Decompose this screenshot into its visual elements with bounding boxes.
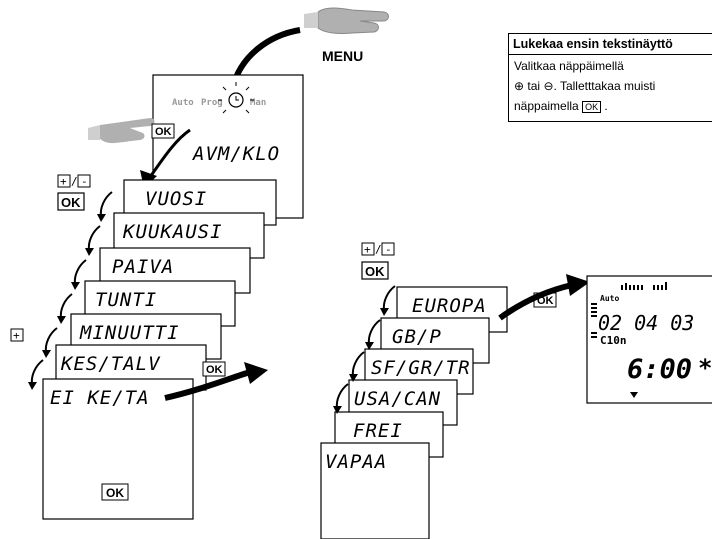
- svg-text:EUROPA: EUROPA: [412, 295, 487, 317]
- note-or: tai: [527, 79, 541, 93]
- ok-key-box-mid: [202, 361, 226, 377]
- svg-text:FREI: FREI: [353, 420, 403, 442]
- svg-text:SF/GR/TR: SF/GR/TR: [371, 357, 471, 379]
- svg-text:VAPAA: VAPAA: [325, 451, 387, 473]
- right-step-arrow-heads: [333, 308, 389, 414]
- display-time: 6:00: [627, 354, 692, 385]
- note-line-3-text: näppaimella: [514, 99, 579, 113]
- ok-key-note: OK: [582, 101, 602, 113]
- note-line-1: Valitkaa näppäimellä: [514, 59, 624, 73]
- final-display-frame: [586, 275, 712, 404]
- svg-text:+: +: [364, 243, 371, 256]
- ok-key-box-main: [151, 123, 175, 139]
- svg-text:USA/CAN: USA/CAN: [354, 388, 441, 410]
- plus-minus-key-left: + / -: [57, 174, 91, 188]
- right-step-arrows: [335, 285, 396, 409]
- svg-text:KUUKAUSI: KUUKAUSI: [122, 221, 223, 243]
- left-to-right-arrow-head: [244, 362, 268, 384]
- svg-text:-: -: [81, 175, 88, 188]
- instruction-note: Lukekaa ensin tekstinäyttö Valitkaa näpp…: [508, 33, 712, 122]
- note-line-3-end: .: [604, 99, 608, 113]
- icon-label-prog: Prog: [201, 98, 223, 108]
- plus-key-left: +: [13, 329, 20, 342]
- note-line-2-rest: . Talletttakaa muisti: [553, 79, 656, 93]
- left-to-right-arrow: [164, 369, 251, 401]
- left-step-arrows: [30, 191, 113, 385]
- display-star: *: [698, 354, 712, 382]
- hand-icon-menu: [304, 7, 389, 34]
- svg-text:TUNTI: TUNTI: [95, 289, 157, 311]
- icon-label-man: Man: [250, 98, 266, 108]
- minus-circle-icon: ⊖: [543, 79, 554, 93]
- display-date: 02 04 03: [598, 311, 694, 335]
- svg-text:VUOSI: VUOSI: [145, 188, 207, 210]
- plus-key-box-left: [10, 328, 24, 342]
- note-line-3: näppaimella OK .: [509, 95, 712, 115]
- plus-circle-icon: ⊕: [514, 79, 525, 93]
- svg-text:MINUUTTI: MINUUTTI: [79, 322, 180, 344]
- clock-icon: [218, 82, 254, 114]
- svg-text:-: -: [385, 243, 392, 256]
- svg-text:GB/P: GB/P: [392, 326, 442, 348]
- signal-bars-icon: [621, 282, 667, 290]
- left-card-ei-ke-ta: EI KE/TA OK: [42, 378, 194, 520]
- main-screen-text: AVM/KLO: [192, 143, 280, 165]
- ok-key-right: OK: [365, 264, 385, 279]
- ok-key-mid: OK: [206, 364, 223, 376]
- level-bars-icon: [591, 303, 597, 338]
- plus-minus-key-right: + / -: [361, 242, 395, 256]
- ok-key-box-right: [361, 261, 389, 280]
- svg-text:PAIVA: PAIVA: [112, 256, 174, 278]
- hand-icon-ok: [88, 118, 155, 144]
- svg-text:/: /: [71, 175, 78, 188]
- display-pointer-icon: [630, 392, 638, 398]
- ok-key-main: OK: [155, 126, 172, 138]
- to-display-arrow: [498, 282, 573, 321]
- left-step-arrow-heads: [28, 214, 106, 390]
- ok-key-left: OK: [61, 195, 81, 210]
- ok-key-box-left: [57, 192, 85, 211]
- note-title: Lukekaa ensin tekstinäyttö: [509, 34, 712, 55]
- note-line-2: ⊕ tai ⊖. Talletttakaa muisti: [509, 75, 712, 95]
- ok-key-bottom: OK: [106, 486, 124, 500]
- display-channel: C10n: [600, 334, 627, 347]
- svg-text:/: /: [375, 243, 382, 256]
- right-card-vapaa: VAPAA: [320, 442, 430, 539]
- svg-text:KES/TALV: KES/TALV: [60, 353, 161, 375]
- display-mode: Auto: [600, 294, 619, 303]
- svg-text:+: +: [60, 175, 67, 188]
- to-display-arrow-head: [566, 274, 590, 296]
- icon-label-auto: Auto: [172, 98, 194, 108]
- menu-label: MENU: [322, 48, 363, 64]
- svg-text:EI KE/TA: EI KE/TA: [50, 387, 150, 409]
